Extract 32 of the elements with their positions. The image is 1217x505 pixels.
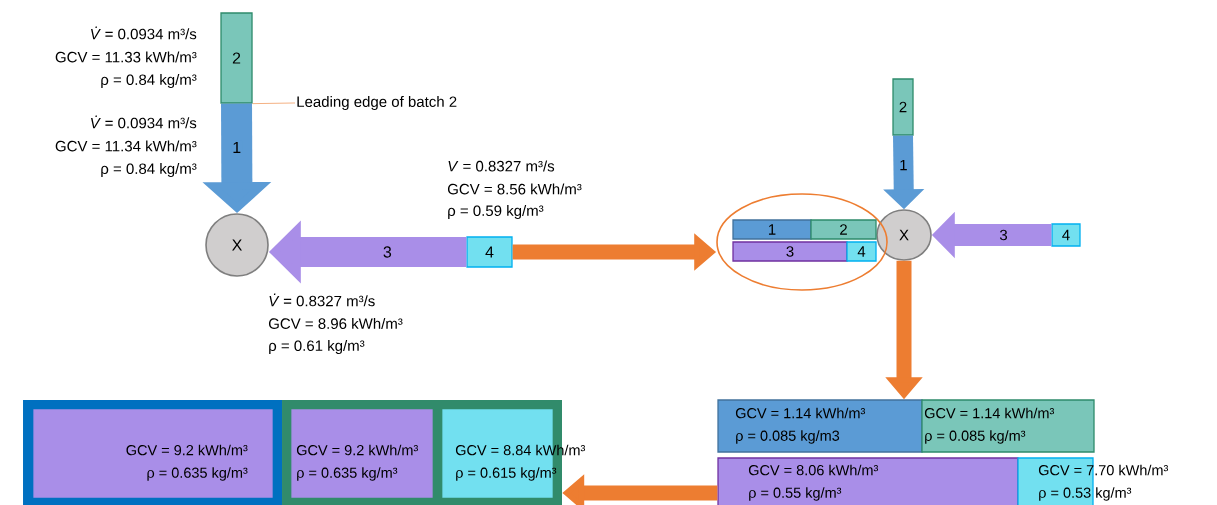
leader-line [252,102,296,105]
property-box: GCV = 9.2 kWh/m³ ρ = 0.635 kg/m³ [291,409,433,498]
edge-label: 3 [381,245,393,259]
edge-label: 1 [898,158,909,172]
property-label: ρ = 0.61 kg/m³ [269,340,365,354]
property-label: ρ = 0.84 kg/m³ [101,163,197,177]
batch-box: 4 [466,236,513,268]
edge-label: 1 [231,140,243,154]
batch-box: 4 [846,241,877,262]
batch-box: 4 [1051,223,1081,247]
annotation-text: Leading edge of batch 2 [297,96,457,110]
property-box: GCV = 8.06 kWh/m³ ρ = 0.55 kg/m³ [717,457,1019,505]
batch-box: 2 [220,12,253,104]
property-label: GCV = 8.56 kWh/m³ [447,183,582,195]
batch-box: 3 [732,241,848,262]
property-label: V̇ = 0.0934 m³/s [91,115,197,129]
property-box: GCV = 9.2 kWh/m³ ρ = 0.635 kg/m³ [33,409,273,498]
property-label: V = 0.8327 m³/s [448,160,555,172]
edge-label: 3 [998,228,1009,242]
batch-box: 1 [732,219,812,240]
property-label: V̇ = 0.8327 m³/s [269,293,375,307]
property-label: GCV = 8.96 kWh/m³ [268,318,403,329]
batch-box: 2 [810,219,877,240]
property-box: GCV = 1.14 kWh/m³ ρ = 0.085 kg/m³ [921,399,1095,453]
property-label: ρ = 0.59 kg/m³ [448,205,544,219]
property-label: GCV = 11.34 kWh/m³ [55,140,197,152]
property-label: ρ = 0.84 kg/m³ [101,74,197,88]
property-label: GCV = 11.33 kWh/m³ [55,51,197,63]
property-label: V̇ = 0.0934 m³/s [91,26,197,40]
property-box: GCV = 1.14 kWh/m³ ρ = 0.085 kg/m3 [717,399,923,453]
highlight-ellipse [716,193,888,291]
batch-box: 2 [892,78,914,136]
